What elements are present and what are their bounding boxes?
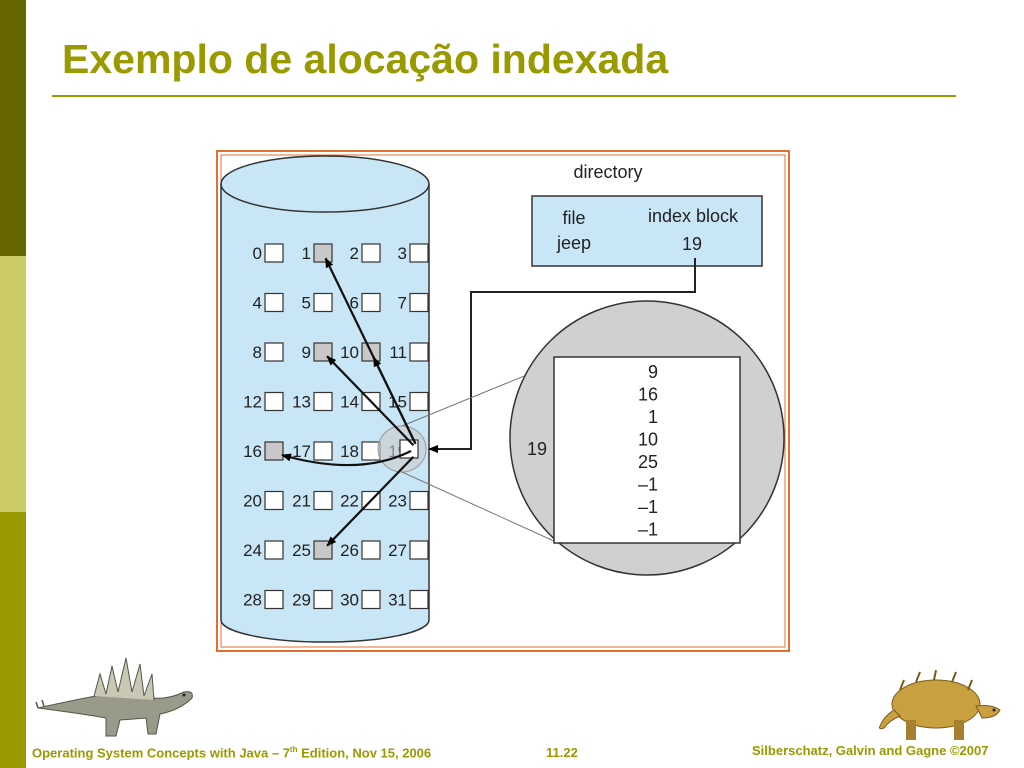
disk-block-6-square: [361, 292, 381, 313]
index-block-number-label: 19: [527, 439, 547, 459]
disk-block-3-label: 3: [398, 244, 407, 263]
disk-block-23-label: 23: [388, 492, 407, 511]
disk-block-30-square: [361, 589, 381, 610]
slide-sidebar: [0, 0, 26, 768]
sidebar-band-top: [0, 0, 26, 256]
pointer-arrow-to-block-9: [326, 355, 415, 447]
directory-index-value: 19: [682, 234, 702, 254]
disk-block-13-square: [313, 391, 333, 412]
sidebar-band-middle: [0, 256, 26, 512]
title-underline: [52, 95, 956, 97]
disk-block-31-label: 31: [388, 591, 407, 610]
footer-page-number: 11.22: [546, 745, 578, 760]
disk-block-8-label: 8: [253, 343, 262, 362]
disk-block-17-square: [313, 441, 333, 461]
disk-block-1-square: [313, 243, 333, 263]
zoom-line-bottom: [401, 471, 557, 543]
disk-block-18-label: 18: [340, 442, 359, 461]
disk-block-8-square: [264, 342, 284, 362]
disk-block-18-square: [361, 441, 381, 461]
disk-block-25-label: 25: [292, 541, 311, 560]
disk-block-26-label: 26: [340, 541, 359, 560]
disk-block-5-label: 5: [302, 294, 311, 313]
index-entry-7: –1: [638, 520, 658, 540]
disk-block-7-square: [409, 292, 429, 313]
disk-block-5-square: [313, 292, 333, 313]
index-entry-6: –1: [638, 497, 658, 517]
disk-block-23-square: [409, 490, 429, 511]
directory-to-index-connector: [428, 258, 696, 453]
index-pointer-arrows: [281, 257, 417, 547]
disk-block-26-square: [361, 540, 381, 560]
disk-block-6-label: 6: [350, 294, 359, 313]
disk-block-21-label: 21: [292, 492, 311, 511]
disk-block-20-label: 20: [243, 492, 262, 511]
disk-block-24-label: 24: [243, 541, 262, 560]
disk-block-4-label: 4: [253, 294, 262, 313]
footer-book-title-suffix: Edition, Nov 15, 2006: [297, 745, 432, 761]
footer-copyright: Silberschatz, Galvin and Gagne ©2007: [752, 743, 989, 758]
index-entry-0: 9: [648, 362, 658, 382]
disk-top: [220, 155, 430, 213]
disk-block-3-square: [409, 243, 429, 263]
diagram-canvas: 0123456789101112131415161718192021222324…: [216, 150, 790, 652]
disk-block-22-label: 22: [340, 492, 359, 511]
disk-block-1-label: 1: [302, 244, 311, 263]
directory-table: [531, 195, 763, 267]
disk-block-27-square: [409, 540, 429, 560]
disk-block-0-label: 0: [253, 244, 262, 263]
footer-edition-sup: th: [289, 745, 298, 754]
pointer-arrow-to-block-10: [372, 356, 417, 445]
disk-block-21-square: [313, 490, 333, 511]
disk-block-7-label: 7: [398, 294, 407, 313]
directory-label: directory: [573, 162, 642, 182]
footer-book-title: Operating System Concepts with Java – 7t…: [32, 745, 431, 760]
disk-block-2-square: [361, 243, 381, 263]
index-entry-4: 25: [638, 452, 658, 472]
footer-book-title-prefix: Operating System Concepts with Java – 7: [32, 745, 290, 761]
disk-block-30-label: 30: [340, 591, 359, 610]
index-block-contents: [553, 356, 741, 544]
index-entry-5: –1: [638, 475, 658, 495]
disk-block-grid: 0123456789101112131415161718192021222324…: [243, 243, 429, 610]
disk-block-11-label: 11: [389, 343, 407, 362]
disk-block-15-square: [409, 391, 429, 412]
disk-block-14-label: 14: [340, 393, 359, 412]
index-entry-2: 1: [648, 407, 658, 427]
disk-block-28-label: 28: [243, 591, 262, 610]
disk-block-10-label: 10: [340, 343, 359, 362]
disk-block-9-label: 9: [302, 343, 311, 362]
disk-block-12-label: 12: [243, 393, 262, 412]
disk-block-2-label: 2: [350, 244, 359, 263]
ankylosaurus-icon: [879, 669, 1001, 740]
disk-block-13-label: 13: [292, 393, 311, 412]
disk-block-0-square: [264, 243, 284, 263]
pointer-arrow-to-block-16: [281, 450, 412, 467]
disk-block-20-square: [264, 490, 284, 511]
disk-block-29-square: [313, 589, 333, 610]
disk-block-29-label: 29: [292, 591, 311, 610]
indexed-allocation-diagram: 0123456789101112131415161718192021222324…: [216, 150, 790, 652]
index-entry-3: 10: [638, 430, 658, 450]
directory-file-jeep: jeep: [556, 233, 591, 253]
slide-title: Exemplo de alocação indexada: [62, 36, 669, 82]
sidebar-band-bottom: [0, 512, 26, 768]
disk-block-28-square: [264, 589, 284, 610]
stegosaurus-icon: [35, 657, 193, 737]
disk-block-11-square: [409, 342, 429, 362]
pointer-arrow-to-block-25: [326, 455, 415, 547]
directory-header-index-block: index block: [648, 206, 739, 226]
disk-block-24-square: [264, 540, 284, 560]
disk-block-12-square: [264, 391, 284, 412]
disk-block-16-square: [264, 441, 284, 461]
disk-block-17-label: 17: [292, 442, 311, 461]
disk-block-27-label: 27: [388, 541, 407, 560]
directory-header-file: file: [562, 208, 585, 228]
disk-block-16-label: 16: [243, 442, 262, 461]
disk-block-31-square: [409, 589, 429, 610]
disk-block-4-square: [264, 292, 284, 313]
index-entry-1: 16: [638, 385, 658, 405]
